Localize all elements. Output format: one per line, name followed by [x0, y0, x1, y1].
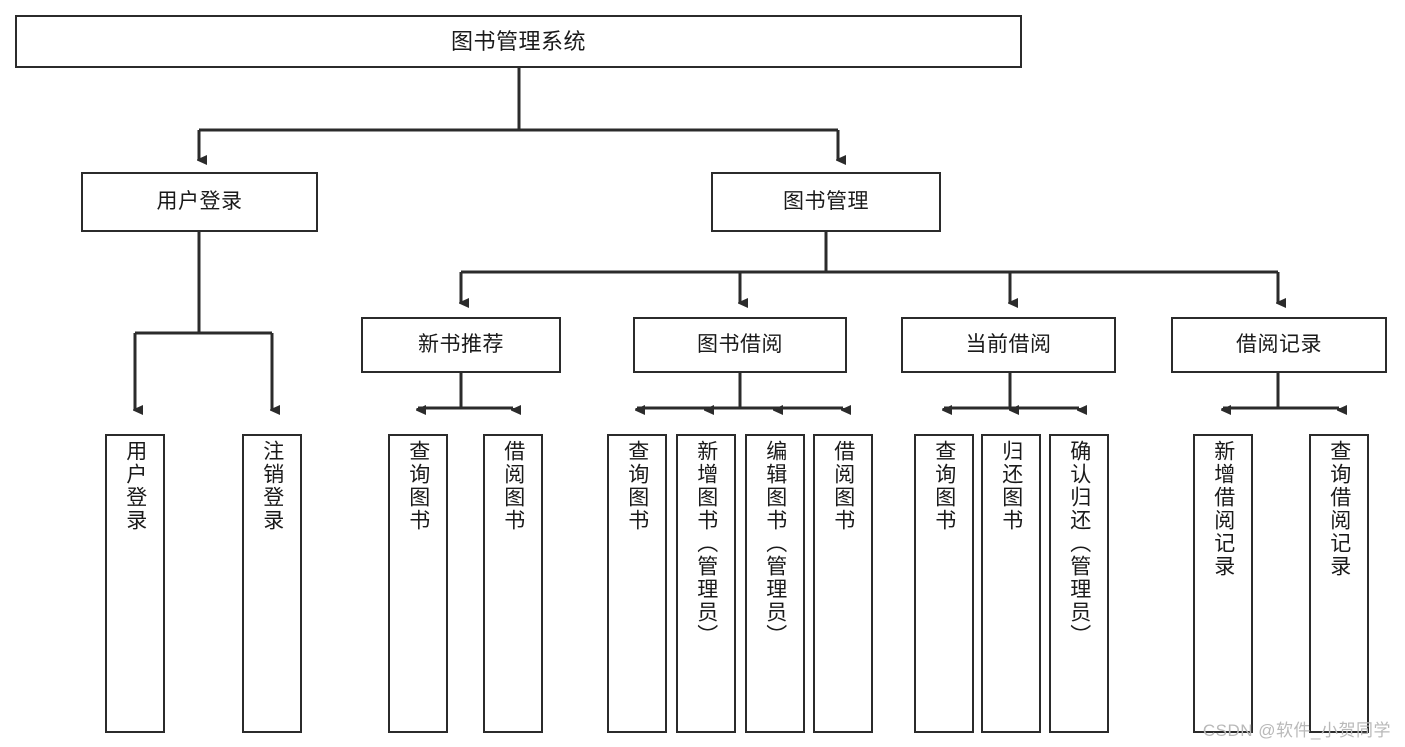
leaf-current-confirm-return-admin[interactable]: 确认归还（管理员） [1049, 434, 1109, 733]
node-current-borrow-label: 当前借阅 [965, 332, 1052, 356]
leaf-borrow-edit-book-admin[interactable]: 编辑图书（管理员） [745, 434, 805, 733]
leaf-new-book-query[interactable]: 查询图书 [388, 434, 448, 733]
node-root-book-management-system[interactable]: 图书管理系统 [15, 15, 1022, 68]
node-current-borrow[interactable]: 当前借阅 [901, 317, 1116, 373]
node-borrow-record[interactable]: 借阅记录 [1171, 317, 1387, 373]
leaf-record-add-record[interactable]: 新增借阅记录 [1193, 434, 1253, 733]
leaf-new-book-borrow-label: 借阅图书 [501, 440, 525, 532]
leaf-record-add-record-label: 新增借阅记录 [1211, 440, 1235, 578]
leaf-new-book-borrow[interactable]: 借阅图书 [483, 434, 543, 733]
leaf-new-book-query-label: 查询图书 [406, 440, 430, 532]
leaf-current-query-book-label: 查询图书 [932, 440, 956, 532]
leaf-current-return-book-label: 归还图书 [999, 440, 1023, 532]
node-book-management[interactable]: 图书管理 [711, 172, 941, 232]
node-new-book-recommend[interactable]: 新书推荐 [361, 317, 561, 373]
leaf-borrow-query-book-label: 查询图书 [625, 440, 649, 532]
leaf-current-return-book[interactable]: 归还图书 [981, 434, 1041, 733]
node-user-login-label: 用户登录 [156, 189, 243, 213]
node-book-borrow-label: 图书借阅 [697, 332, 783, 356]
leaf-current-query-book[interactable]: 查询图书 [914, 434, 974, 733]
node-new-book-recommend-label: 新书推荐 [418, 332, 504, 356]
leaf-borrow-borrow-book[interactable]: 借阅图书 [813, 434, 873, 733]
leaf-user-login-logout[interactable]: 注销登录 [242, 434, 302, 733]
node-book-management-label: 图书管理 [783, 189, 869, 213]
leaf-borrow-borrow-book-label: 借阅图书 [831, 440, 855, 532]
leaf-borrow-query-book[interactable]: 查询图书 [607, 434, 667, 733]
leaf-user-login-login-label: 用户登录 [123, 440, 147, 532]
leaf-user-login-login[interactable]: 用户登录 [105, 434, 165, 733]
node-user-login[interactable]: 用户登录 [81, 172, 318, 232]
leaf-user-login-logout-label: 注销登录 [260, 440, 284, 532]
csdn-watermark: CSDN @软件_小贺同学 [1202, 721, 1391, 740]
leaf-borrow-edit-book-admin-label: 编辑图书（管理员） [763, 440, 787, 647]
leaf-borrow-add-book-admin[interactable]: 新增图书（管理员） [676, 434, 736, 733]
node-root-label: 图书管理系统 [450, 28, 586, 54]
leaf-record-query-record-label: 查询借阅记录 [1327, 440, 1351, 578]
node-book-borrow[interactable]: 图书借阅 [633, 317, 847, 373]
leaf-current-confirm-return-admin-label: 确认归还（管理员） [1067, 440, 1091, 647]
leaf-record-query-record[interactable]: 查询借阅记录 [1309, 434, 1369, 733]
leaf-borrow-add-book-admin-label: 新增图书（管理员） [694, 440, 718, 647]
node-borrow-record-label: 借阅记录 [1236, 332, 1322, 356]
